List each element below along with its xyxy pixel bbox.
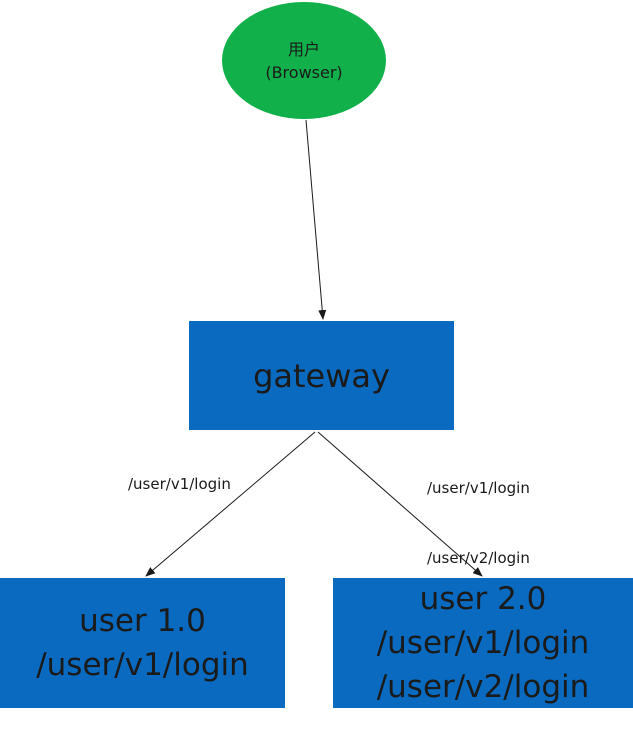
user-v2-node-route-v1: /user/v1/login (376, 625, 590, 661)
user-v1-node: user 1.0 /user/v1/login (0, 578, 285, 708)
client-node-sublabel: (Browser) (265, 62, 343, 82)
user-v2-node: user 2.0 /user/v1/login /user/v2/login (333, 578, 633, 708)
user-v2-node-title: user 2.0 (419, 581, 547, 617)
gateway-node: gateway (189, 321, 454, 430)
edge-label-v2-route-v2: /user/v2/login (427, 549, 530, 567)
gateway-node-label: gateway (253, 356, 390, 395)
user-v1-node-route: /user/v1/login (36, 647, 249, 683)
edge-gateway-to-user-v1 (145, 431, 316, 577)
client-node: 用户 (Browser) (222, 2, 386, 119)
user-v2-node-route-v2: /user/v2/login (376, 669, 590, 705)
edge-client-to-gateway (305, 119, 327, 320)
edge-gateway-to-user-v2 (317, 431, 483, 577)
user-v1-node-title: user 1.0 (79, 603, 206, 639)
edge-label-v2-route-v1: /user/v1/login (427, 479, 530, 497)
edge-label-v1: /user/v1/login (128, 475, 231, 493)
client-node-label: 用户 (287, 39, 320, 59)
